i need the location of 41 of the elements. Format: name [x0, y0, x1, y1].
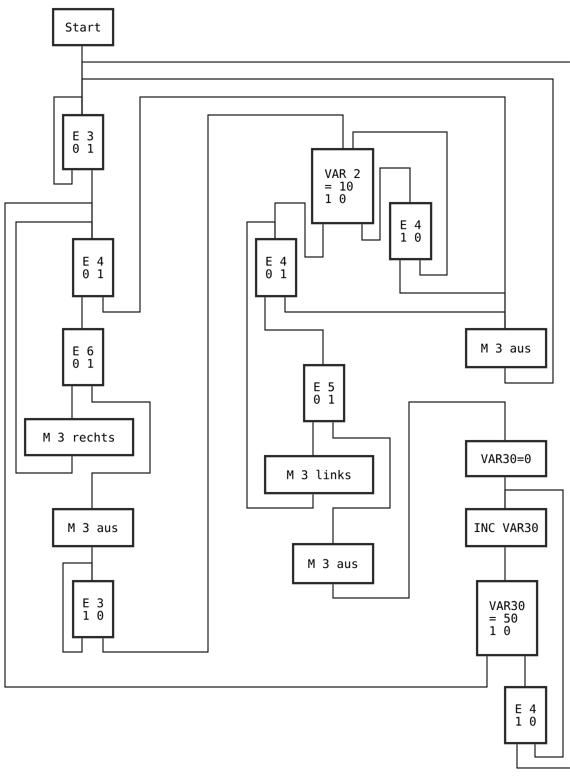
- connector-line: [504, 547, 506, 580]
- connector-line: [524, 656, 526, 686]
- connector-line: [504, 489, 564, 758]
- command-box: M 3 aus: [464, 328, 548, 368]
- connector-line: [71, 386, 73, 418]
- connector-line: [312, 422, 314, 455]
- connector-line: [352, 131, 448, 276]
- connector-line: [284, 297, 506, 328]
- branch-box: E 4 0 1: [72, 238, 114, 298]
- connector-line: [81, 78, 554, 384]
- branch-box: E 3 1 0: [72, 580, 114, 638]
- connector-line: [4, 202, 488, 688]
- start-box: Start: [52, 8, 114, 46]
- branch-box: E 6 0 1: [62, 328, 104, 386]
- connector-line: [62, 562, 93, 653]
- compare-box: VAR30 = 50 1 0: [476, 580, 538, 656]
- connector-line: [332, 401, 506, 599]
- command-box: M 3 aus: [292, 543, 374, 584]
- branch-box: E 4 1 0: [504, 686, 548, 744]
- connector-line: [246, 221, 314, 509]
- command-box: VAR30=0: [464, 440, 548, 478]
- connector-line: [91, 386, 151, 508]
- command-box: M 3 aus: [52, 508, 134, 548]
- connector-line: [15, 221, 93, 474]
- command-box: M 3 links: [264, 455, 374, 494]
- connector-line: [264, 297, 324, 364]
- command-box: M 3 rechts: [24, 418, 134, 456]
- connector-line: [102, 114, 344, 653]
- connector-line: [81, 61, 570, 114]
- branch-box: E 5 0 1: [303, 364, 346, 422]
- connector-line: [53, 96, 83, 185]
- branch-box: E 4 0 1: [255, 238, 298, 298]
- branch-box: E 4 1 0: [389, 202, 432, 260]
- command-box: INC VAR30: [464, 508, 548, 548]
- compare-box: VAR 2 = 10 1 0: [311, 148, 374, 224]
- branch-box: E 3 0 1: [62, 114, 104, 170]
- connector-line: [516, 744, 570, 769]
- connector-line: [274, 202, 324, 258]
- connector-line: [81, 297, 83, 328]
- connector-line: [361, 167, 411, 241]
- connector-line: [332, 422, 391, 543]
